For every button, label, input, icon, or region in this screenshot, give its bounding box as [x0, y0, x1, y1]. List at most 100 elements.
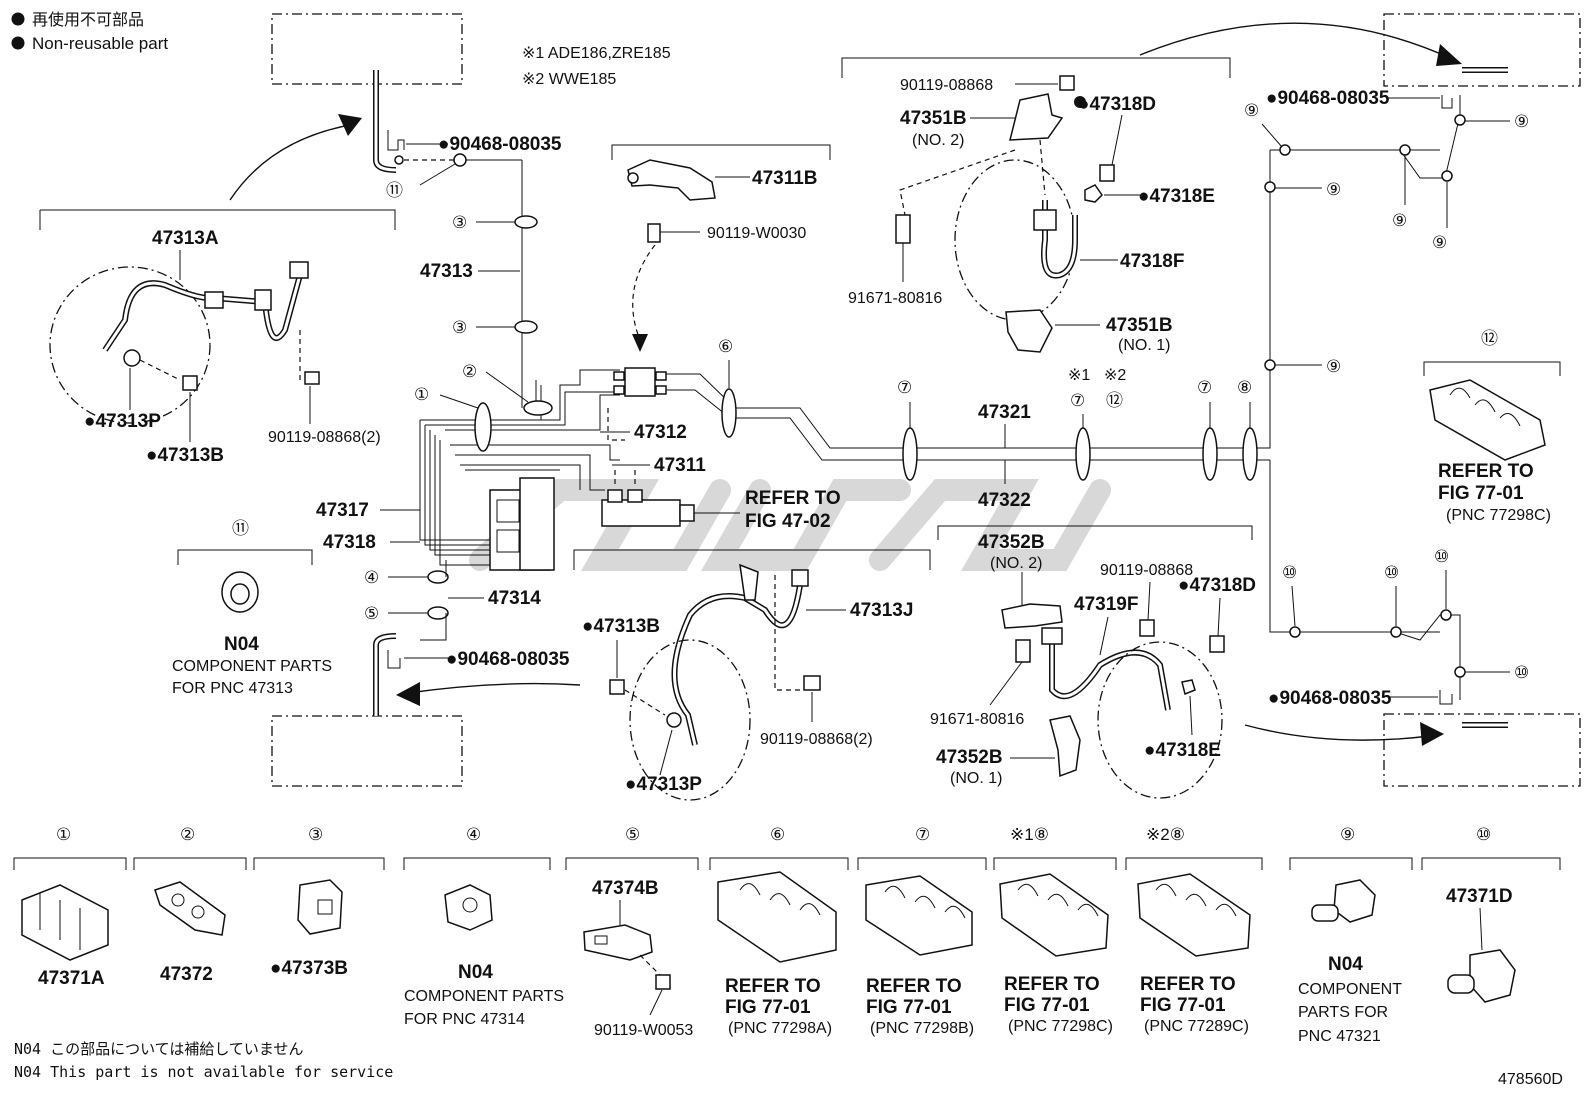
- catalog-num-8a: ※1⑧: [1010, 825, 1049, 844]
- catalog-num-3: ③: [308, 825, 323, 844]
- label-47313P-bot: ●47313P: [625, 774, 702, 795]
- master-cylinder-47311: [601, 489, 740, 527]
- catalog-7-line2: FIG 77-01: [866, 997, 952, 1018]
- bracket-47351B-no1: [1005, 309, 1053, 353]
- clamp-4: [427, 570, 449, 584]
- label-90119-08868-tr: 90119-08868: [900, 77, 993, 94]
- catalog-pn2-5: 90119-W0053: [594, 1022, 693, 1039]
- clamp-7-a: [902, 427, 918, 481]
- gasket-47313P-top: [123, 349, 141, 367]
- callout-4-main: ④: [364, 568, 379, 587]
- callout-9-d: ⑨: [1392, 211, 1407, 230]
- hose-47318F: [1033, 200, 1078, 279]
- label-47318E-tr: ●47318E: [1138, 186, 1215, 207]
- direction-arrows: [229, 22, 1462, 746]
- comp-47313-line2: FOR PNC 47313: [172, 680, 293, 697]
- label-no2-br: (NO. 2): [990, 555, 1042, 572]
- clamp-6-main: [721, 388, 737, 438]
- clamp-47373B-illustration: [297, 879, 343, 935]
- mount-frame-bottom-right: [1383, 713, 1581, 787]
- bottom-parts-row: ① 47371A ② 47372 ③ ●47373B ④ N0: [13, 825, 1561, 1045]
- hose-47319F: [1041, 627, 1171, 711]
- callout-7-a: ⑦: [897, 378, 912, 397]
- gasket-47313P-bot: [666, 712, 682, 728]
- label-47317: 47317: [316, 500, 369, 521]
- label-47352B-no1: 47352B: [936, 747, 1003, 768]
- group-bracket-12: [1423, 361, 1561, 376]
- catalog-8a-line3: (PNC 77298C): [1008, 1018, 1113, 1035]
- label-47312: 47312: [634, 422, 687, 443]
- clip-90468-br: [1439, 690, 1453, 705]
- catalog-8a-line1: REFER TO: [1004, 974, 1100, 995]
- callout-11-top: ⑪: [386, 181, 403, 200]
- bolt-90119-W0030: [647, 223, 661, 243]
- catalog-pn-10: 47371D: [1446, 886, 1513, 907]
- label-47313: 47313: [420, 261, 473, 282]
- label-47311B: 47311B: [752, 168, 818, 189]
- clamp-7-c: [1202, 427, 1218, 481]
- callout-7-c: ⑦: [1197, 378, 1212, 397]
- callout-12-b: ⑫: [1106, 391, 1123, 410]
- catalog-pn-5: 47374B: [592, 878, 659, 899]
- catalog-num-1: ①: [56, 825, 71, 844]
- group-bracket-47319F: [937, 525, 1253, 540]
- bolt-90119-08868-top: [304, 371, 320, 385]
- callout-7-b: ⑦: [1070, 391, 1085, 410]
- bracket-47352B-no2: [1001, 603, 1063, 629]
- clamp-7-illustration: [865, 875, 973, 956]
- catalog-num-5: ⑤: [625, 825, 640, 844]
- label-47351B-no1: 47351B: [1106, 315, 1173, 336]
- catalog-8b-line3: (PNC 77289C): [1144, 1018, 1249, 1035]
- clamp-4-illustration: [444, 884, 493, 931]
- label-no1-br: (NO. 1): [950, 770, 1002, 787]
- label-47313P-top: ●47313P: [84, 411, 161, 432]
- pipe-right-upper: [1264, 95, 1466, 371]
- catalog-7-line3: (PNC 77298B): [870, 1020, 974, 1037]
- catalog-4-line1: COMPONENT PARTS: [404, 988, 564, 1005]
- callout-6-main: ⑥: [718, 337, 733, 356]
- clamp-47372-illustration: [154, 881, 226, 936]
- label-90119-08868-br: 90119-08868: [1100, 562, 1193, 579]
- group-bracket-47313A: [39, 209, 396, 230]
- label-90119-08868-2-bot: 90119-08868(2): [760, 731, 873, 748]
- clamp-5: [427, 606, 449, 620]
- clamp-47374B-illustration: [583, 924, 653, 961]
- legend-jp: 再使用不可部品: [32, 11, 144, 29]
- dash-ellipse-47313A: [49, 266, 211, 424]
- mount-frame-bottom-left: [271, 715, 463, 787]
- mount-frame-top-right: [1383, 13, 1581, 87]
- callout-3-upper: ③: [452, 213, 467, 232]
- label-n04-11: N04: [224, 634, 259, 655]
- label-90468-top: ●90468-08035: [438, 134, 562, 155]
- dash-ellipse-47319F: [1097, 641, 1223, 799]
- catalog-9-line2: PARTS FOR: [1298, 1004, 1388, 1021]
- clamp-7-b: [1075, 427, 1091, 481]
- bolt-90119-08868-tr: [1059, 75, 1075, 91]
- bolt-47318D-tr: [1099, 164, 1115, 182]
- legend: 再使用不可部品 Non-reusable part: [11, 11, 168, 53]
- hose-47313A: [102, 261, 309, 352]
- group-bracket-47313J: [573, 549, 931, 570]
- label-47314: 47314: [488, 588, 541, 609]
- catalog-9-line1: COMPONENT: [1298, 981, 1402, 998]
- tee-47312: [613, 367, 667, 397]
- clamp-8a-illustration: [999, 873, 1109, 957]
- footer-jp: N04 この部品については補給していません: [14, 1040, 303, 1058]
- callout-9-f: ⑨: [1326, 357, 1341, 376]
- clip-90468-tr: [1441, 95, 1453, 109]
- catalog-8a-line2: FIG 77-01: [1004, 995, 1090, 1016]
- catalog-6-line1: REFER TO: [725, 976, 821, 997]
- catalog-num-9: ⑨: [1340, 825, 1355, 844]
- clamp-1: [474, 402, 492, 452]
- label-no2-tr: (NO. 2): [912, 132, 964, 149]
- label-47318E-br: ●47318E: [1144, 740, 1221, 761]
- dash-ellipse-47313J: [629, 639, 751, 801]
- catalog-num-7: ⑦: [915, 825, 930, 844]
- note-2: ※2 WWE185: [522, 71, 616, 88]
- callout-10-b: ⑩: [1384, 563, 1399, 582]
- catalog-num-8b: ※2⑧: [1146, 825, 1185, 844]
- catalog-pn-3: ●47373B: [270, 958, 348, 979]
- callout-9-b: ⑨: [1514, 112, 1529, 131]
- label-90119-08868-2-top: 90119-08868(2): [268, 429, 381, 446]
